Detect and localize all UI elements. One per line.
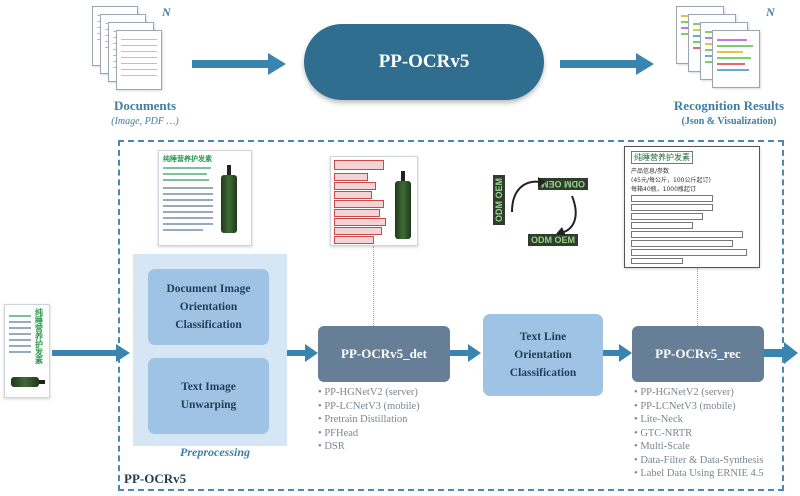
rec-feature-item: PP-HGNetV2 (server) <box>634 386 782 400</box>
arrow-ocr-to-results <box>560 53 654 75</box>
input-document-thumbnail: 纯睡营养护发素 <box>4 304 50 398</box>
rec-feature-item: Label Data Using ERNIE 4.5 <box>634 467 782 481</box>
rec-feature-item: GTC-NRTR <box>634 427 782 441</box>
det-feature-item: DSR <box>318 440 458 454</box>
arrow-det-to-textline <box>450 344 481 362</box>
pp-ocrv5-rec-label: PP-OCRv5_rec <box>655 346 741 361</box>
textline-orientation-label: Text Line Orientation Classification <box>509 331 577 379</box>
doc-orientation-label: Document Image Orientation Classificatio… <box>166 283 251 331</box>
rec-feature-item: Multi-Scale <box>634 440 782 454</box>
rec-feature-item: PP-LCNetV3 (mobile) <box>634 400 782 414</box>
det-feature-list: PP-HGNetV2 (server) PP-LCNetV3 (mobile) … <box>318 386 458 454</box>
rec-sample-connector <box>697 268 698 326</box>
odm-upright-text: ODM OEM <box>528 234 578 246</box>
textline-orientation-box: Text Line Orientation Classification <box>483 314 603 396</box>
results-count-label: N <box>766 5 775 19</box>
arrow-rec-out <box>764 342 798 364</box>
rec-feature-item: Lite-Neck <box>634 413 782 427</box>
det-feature-item: PP-LCNetV3 (mobile) <box>318 400 458 414</box>
result-line-1: 产品信息/参数 <box>631 168 670 175</box>
arrow-textline-to-rec <box>603 344 632 362</box>
det-feature-item: Pretrain Distillation <box>318 413 458 427</box>
rec-feature-item: Data-Filter & Data-Synthesis <box>634 454 782 468</box>
input-document-title: 纯睡营养护发素 <box>35 308 43 365</box>
results-stack-icon <box>676 6 766 96</box>
rec-feature-list: PP-HGNetV2 (server) PP-LCNetV3 (mobile) … <box>634 386 782 481</box>
result-line-2: (45元/每公斤，100公斤起订) <box>631 177 711 184</box>
sample-detection-result <box>330 156 418 246</box>
documents-count-label: N <box>162 5 171 19</box>
det-feature-item: PFHead <box>318 427 458 441</box>
doc-orientation-box: Document Image Orientation Classificatio… <box>148 269 269 345</box>
rotation-arrows-icon <box>511 177 577 236</box>
unwarping-label: Text Image Unwarping <box>180 381 237 411</box>
results-sublabel: (Json & Visualization) <box>681 116 777 127</box>
results-label: Recognition Results <box>673 98 785 113</box>
pp-ocrv5-rec-box: PP-OCRv5_rec <box>632 326 764 382</box>
pp-ocrv5-pill-label: PP-OCRv5 <box>378 51 470 72</box>
sample-recognition-result: 纯睡营养护发素 产品信息/参数 (45元/每公斤，100公斤起订) 每箱40瓶，… <box>624 146 760 268</box>
documents-stack-icon <box>92 6 172 96</box>
arrow-input-to-pre <box>52 344 130 362</box>
sample-oriented-document: 纯睡营养护发素 <box>158 150 252 246</box>
sample-doc-title: 纯睡营养护发素 <box>163 155 212 163</box>
pp-ocrv5-det-box: PP-OCRv5_det <box>318 326 450 382</box>
pp-ocrv5-det-label: PP-OCRv5_det <box>341 346 427 361</box>
arrow-docs-to-ocr <box>192 53 286 75</box>
result-line-3: 每箱40瓶，1000瓶起订 <box>631 186 696 193</box>
det-feature-item: PP-HGNetV2 (server) <box>318 386 458 400</box>
pipeline-frame <box>118 140 784 491</box>
documents-label: Documents <box>113 98 177 113</box>
result-doc-title: 纯睡营养护发素 <box>631 151 693 164</box>
unwarping-box: Text Image Unwarping <box>148 358 269 434</box>
documents-sublabel: (Image, PDF …) <box>111 116 179 127</box>
pipeline-frame-label: PP-OCRv5 <box>124 471 187 486</box>
pp-ocrv5-pill: PP-OCRv5 <box>304 24 544 100</box>
det-sample-connector <box>373 246 374 326</box>
preprocessing-label: Preprocessing <box>180 445 250 459</box>
arrow-pre-to-det <box>287 344 318 362</box>
